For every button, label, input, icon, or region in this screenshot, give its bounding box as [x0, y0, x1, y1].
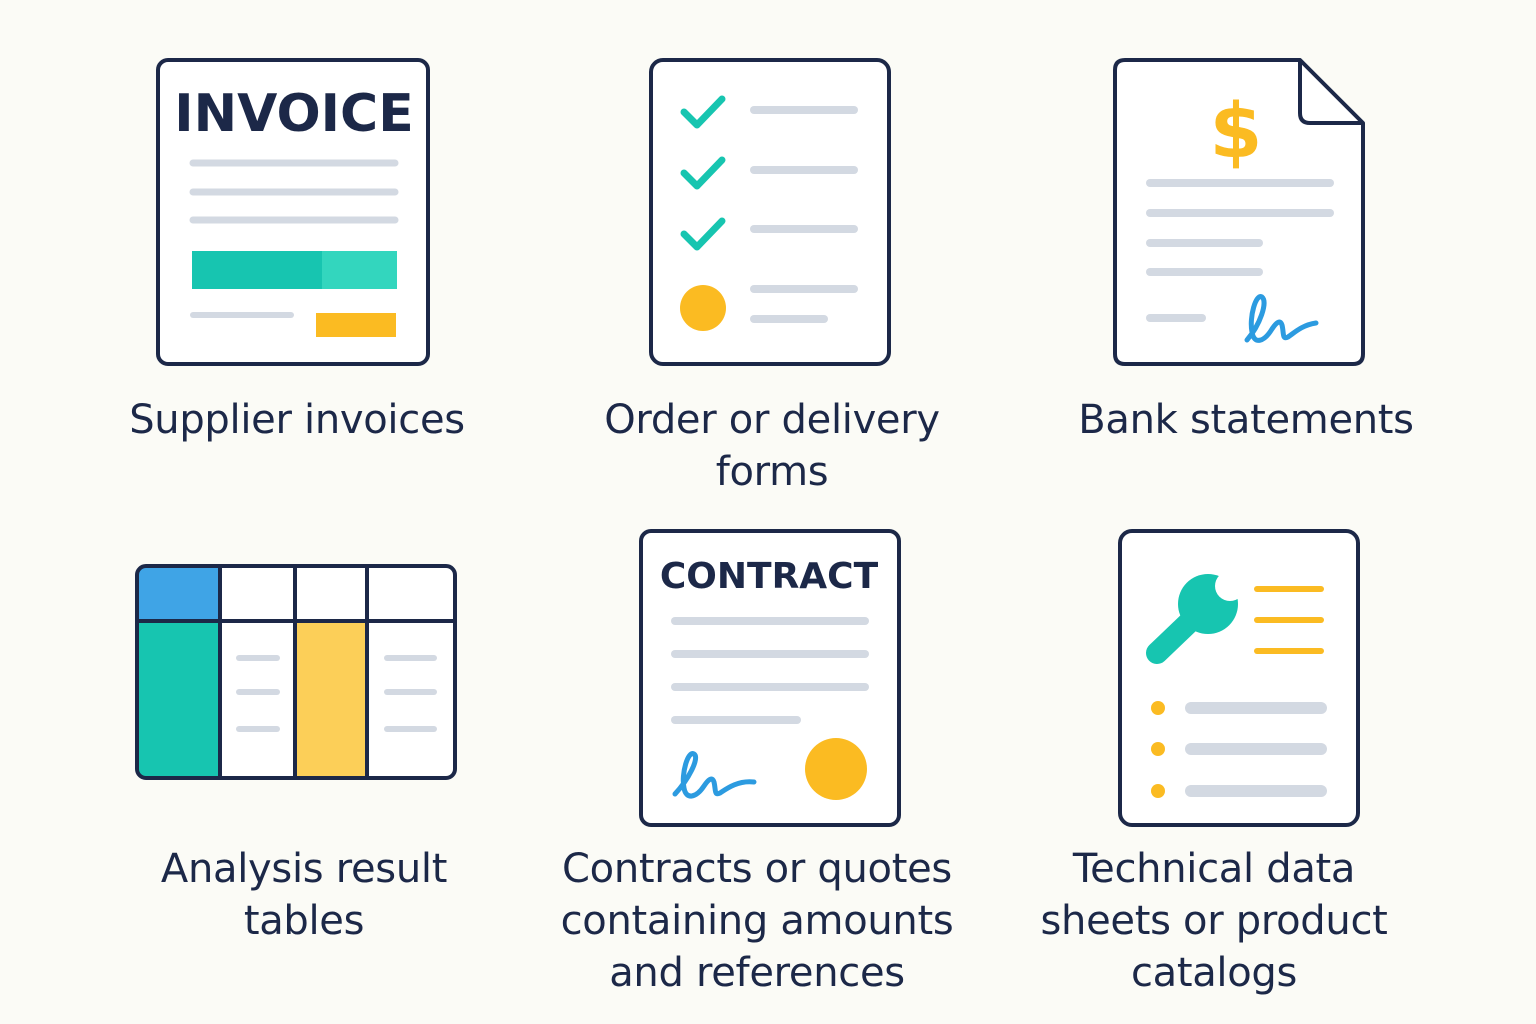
- check-icon: [680, 156, 726, 190]
- pending-dot-icon: [680, 285, 726, 331]
- contract-title: CONTRACT: [660, 556, 879, 597]
- invoice-title: INVOICE: [174, 84, 413, 144]
- bullet-icon: [1151, 784, 1165, 798]
- check-icon: [680, 95, 726, 129]
- bullet-icon: [1151, 742, 1165, 756]
- item-label: Order or delivery forms: [604, 397, 940, 495]
- data-table-icon: [135, 564, 457, 780]
- invoice-document-icon: INVOICE: [156, 58, 430, 366]
- signature-icon: [672, 751, 757, 799]
- item-label: Supplier invoices: [129, 397, 465, 443]
- contract-document-icon: CONTRACT: [639, 529, 901, 827]
- item-label: Analysis result tables: [160, 846, 448, 944]
- item-label: Bank statements: [1078, 397, 1414, 443]
- technical-sheet-icon: [1118, 529, 1360, 827]
- checklist-form-icon: [649, 58, 891, 366]
- signature-icon: [1244, 294, 1319, 343]
- wrench-icon: [1146, 571, 1245, 664]
- bank-statement-icon: $: [1113, 58, 1365, 366]
- check-icon: [680, 217, 726, 251]
- item-label: Contracts or quotes containing amounts a…: [560, 846, 954, 996]
- seal-icon: [805, 738, 867, 800]
- bullet-icon: [1151, 701, 1165, 715]
- item-label: Technical data sheets or product catalog…: [1040, 846, 1388, 996]
- dollar-icon: $: [1210, 86, 1263, 175]
